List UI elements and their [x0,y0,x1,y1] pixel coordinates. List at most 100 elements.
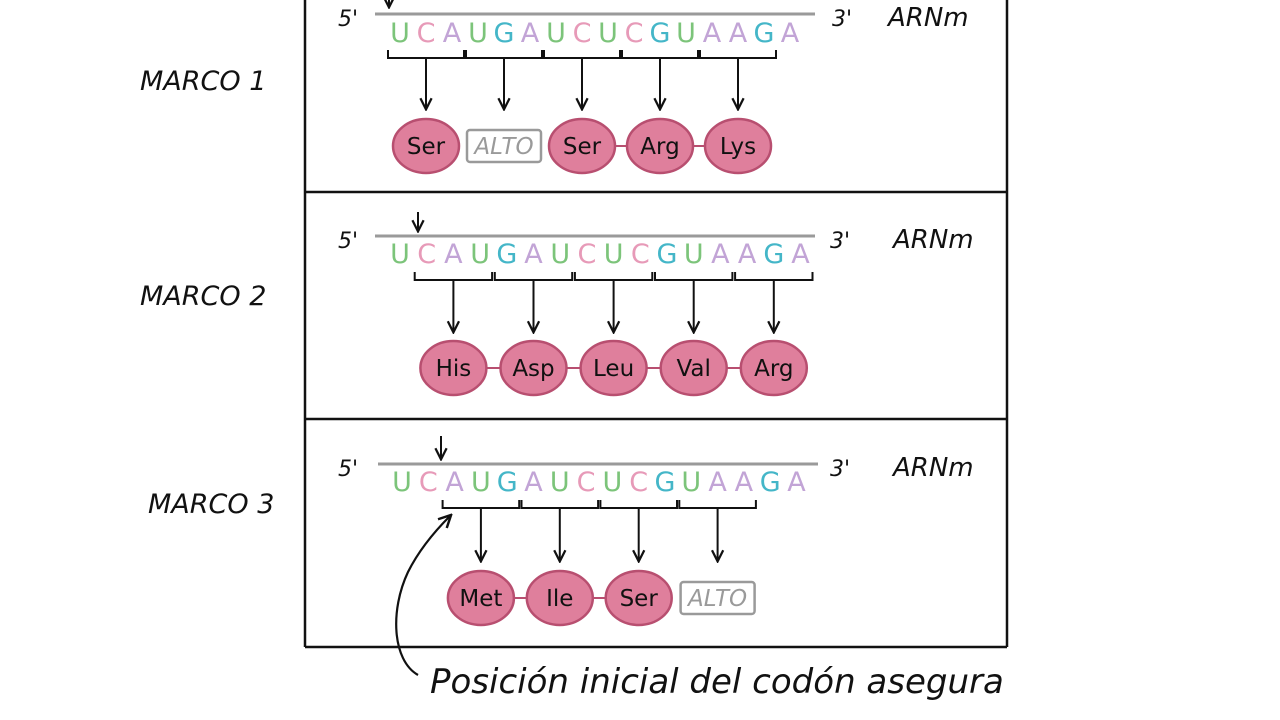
amino-acid-bead [547,117,617,175]
nucleotide-G: G [754,18,775,49]
amino-acid-label: Ser [563,134,602,160]
amino-acid-bead [739,339,809,397]
nucleotide-U: U [392,467,412,498]
codon-bracket [599,500,678,509]
codon-bracket [387,50,465,59]
nucleotide-A: A [524,467,543,498]
nucleotide-A: A [708,467,727,498]
nucleotide-U: U [471,467,491,498]
nucleotide-G: G [657,239,678,270]
nucleotide-A: A [524,239,543,270]
caption-text: Posición inicial del codón asegura [430,662,1004,702]
amino-acid-label: Met [459,586,502,612]
nucleotide-A: A [738,239,757,270]
codon-bracket [520,500,600,509]
nucleotide-U: U [470,239,490,270]
nucleotide-G: G [494,18,515,49]
nucleotide-C: C [417,18,436,49]
nucleotide-U: U [681,467,701,498]
amino-acid-label: Val [676,356,710,382]
amino-acid-bead [446,569,516,627]
codon-bracket [543,50,621,59]
amino-acid-label: Asp [512,356,554,382]
amino-acid-label: Ser [407,134,446,160]
amino-acid-label: Arg [754,356,793,382]
amino-acid-bead [625,117,695,175]
nucleotide-C: C [631,239,650,270]
nucleotide-U: U [550,239,570,270]
frame-label: MARCO 3 [148,489,274,520]
codon-bracket [493,272,574,281]
nucleotide-A: A [445,467,464,498]
nucleotide-U: U [546,18,566,49]
nucleotide-C: C [577,467,596,498]
codon-bracket [699,50,777,59]
codon-bracket [573,272,654,281]
codon-bracket [654,272,734,281]
nucleotide-U: U [684,239,704,270]
three-prime-label: 3' [830,457,850,482]
five-prime-label: 5' [338,457,358,482]
nucleotide-U: U [603,467,623,498]
nucleotide-U: U [604,239,624,270]
nucleotide-U: U [598,18,618,49]
nucleotide-A: A [711,239,730,270]
amino-acid-label: Leu [593,356,634,382]
nucleotide-A: A [787,467,806,498]
amino-acid-bead [499,339,568,397]
frame-label: MARCO 1 [140,66,266,97]
amino-acid-bead [659,339,728,397]
amino-acid-label: Ser [620,586,659,612]
nucleotide-A: A [703,18,722,49]
stop-codon-box [465,128,543,164]
nucleotide-G: G [496,239,517,270]
amino-acid-bead [604,569,673,627]
five-prime-label: 5' [338,7,358,32]
nucleotide-A: A [781,18,800,49]
codon-bracket [678,500,757,509]
mrna-label: ARNm [891,453,974,483]
five-prime-label: 5' [338,229,358,254]
codon-bracket [734,272,814,281]
nucleotide-C: C [577,239,596,270]
nucleotide-U: U [468,18,488,49]
nucleotide-G: G [650,18,671,49]
amino-acid-bead [579,339,648,397]
nucleotide-G: G [763,239,784,270]
three-prime-label: 3' [832,7,852,32]
nucleotide-U: U [390,18,410,49]
stop-codon-label: ALTO [686,586,747,612]
codon-bracket [441,500,521,509]
nucleotide-A: A [791,239,810,270]
nucleotide-A: A [443,18,462,49]
nucleotide-A: A [735,467,754,498]
codon-bracket [621,50,699,59]
amino-acid-bead [391,117,461,175]
nucleotide-G: G [760,467,781,498]
nucleotide-C: C [625,18,644,49]
nucleotide-U: U [676,18,696,49]
frame-label: MARCO 2 [140,281,266,312]
amino-acid-bead [703,117,773,175]
nucleotide-G: G [655,467,676,498]
stop-codon-box [679,580,756,616]
mrna-label: ARNm [886,3,969,33]
nucleotide-G: G [497,467,518,498]
caption-pointer-arrow [395,516,450,676]
nucleotide-C: C [629,467,648,498]
amino-acid-label: Ile [546,586,573,612]
codon-bracket [465,50,543,59]
amino-acid-label: His [436,356,472,382]
nucleotide-U: U [550,467,570,498]
amino-acid-label: Arg [640,134,679,160]
amino-acid-bead [525,569,595,627]
nucleotide-A: A [521,18,540,49]
mrna-label: ARNm [891,225,974,255]
nucleotide-A: A [729,18,748,49]
nucleotide-C: C [419,467,438,498]
amino-acid-bead [419,339,488,397]
